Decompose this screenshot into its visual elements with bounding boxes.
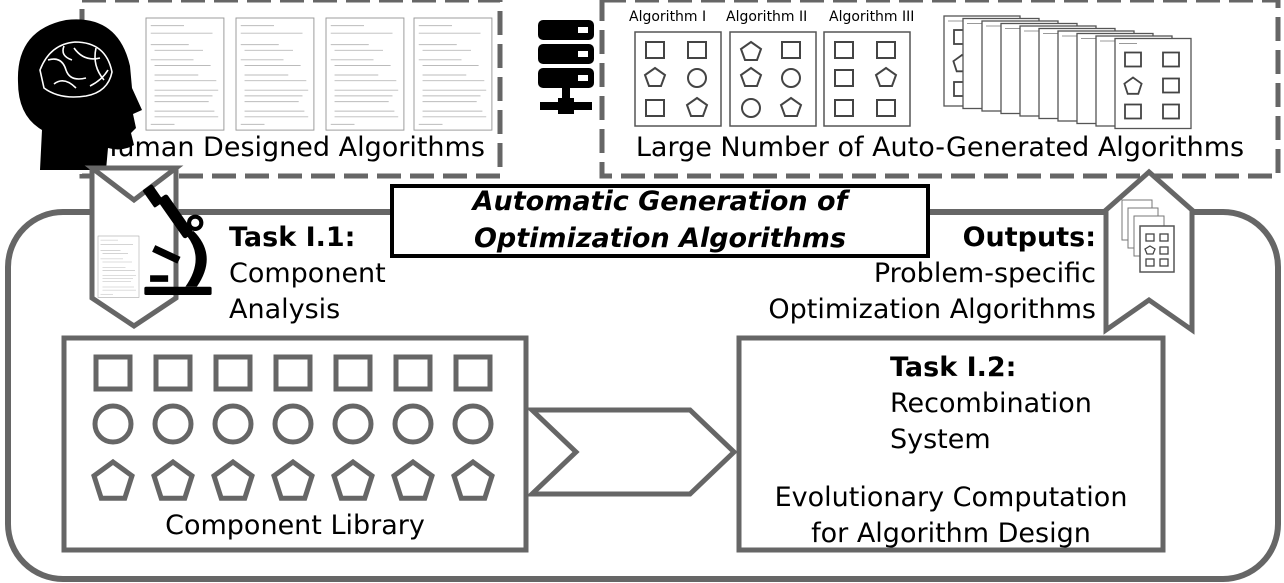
component-square-shape [213, 354, 253, 392]
output-chevron-arrow [1103, 168, 1195, 335]
component-pentagon-shape [331, 458, 375, 501]
algorithm-label-3: Algorithm III [829, 9, 915, 25]
component-circle-shape [452, 403, 494, 445]
algorithm-panel-2 [729, 31, 817, 127]
component-square-shape [393, 354, 433, 392]
auto-algorithms-label: Large Number of Auto-Generated Algorithm… [635, 132, 1245, 163]
task2-heading: Task I.2: [890, 352, 1017, 383]
component-circle-shape [212, 403, 254, 445]
component-square-shape [273, 354, 313, 392]
component-pentagon-shape [151, 458, 195, 501]
title-line-1: Automatic Generation of [472, 186, 848, 217]
component-circle-shape [272, 403, 314, 445]
component-shapes [91, 354, 495, 501]
algorithm-panel-3 [823, 31, 911, 127]
component-square-shape [93, 354, 133, 392]
algorithm-panel-1 [634, 31, 722, 127]
title-line-2: Optimization Algorithms [473, 223, 847, 254]
algorithm-label-2: Algorithm II [726, 9, 808, 25]
component-circle-shape [392, 403, 434, 445]
component-circle-shape [332, 403, 374, 445]
component-square-shape [153, 354, 193, 392]
task2-line-2: System [890, 424, 991, 455]
outputs-heading: Outputs: [962, 222, 1096, 253]
task1-line-1: Component [229, 258, 386, 289]
task2-caption-1: Evolutionary Computation [774, 482, 1128, 513]
component-pentagon-shape [391, 458, 435, 501]
server-icon [538, 20, 594, 114]
component-library-label: Component Library [165, 510, 425, 541]
component-square-shape [333, 354, 373, 392]
task1-heading: Task I.1: [229, 222, 356, 253]
brain-head-icon [17, 19, 142, 171]
task1-line-2: Analysis [229, 294, 341, 325]
component-circle-shape [152, 403, 194, 445]
generated-panel [1114, 37, 1192, 130]
outputs-line-2: Optimization Algorithms [768, 294, 1096, 325]
human-algorithms-label: Human Designed Algorithms [97, 132, 485, 163]
component-pentagon-shape [91, 458, 135, 501]
recombination-arrow [525, 407, 738, 497]
outputs-line-1: Problem-specific [873, 258, 1096, 289]
component-pentagon-shape [271, 458, 315, 501]
component-circle-shape [92, 403, 134, 445]
task2-caption-2: for Algorithm Design [811, 518, 1091, 549]
component-pentagon-shape [451, 458, 495, 501]
task2-line-1: Recombination [890, 388, 1092, 419]
recombination-system-box [736, 335, 1166, 553]
title-box [390, 184, 930, 258]
component-pentagon-shape [211, 458, 255, 501]
algorithm-label-1: Algorithm I [629, 9, 707, 25]
input-chevron-arrow [84, 165, 184, 330]
component-square-shape [453, 354, 493, 392]
generated-panels-stack [943, 15, 1192, 130]
